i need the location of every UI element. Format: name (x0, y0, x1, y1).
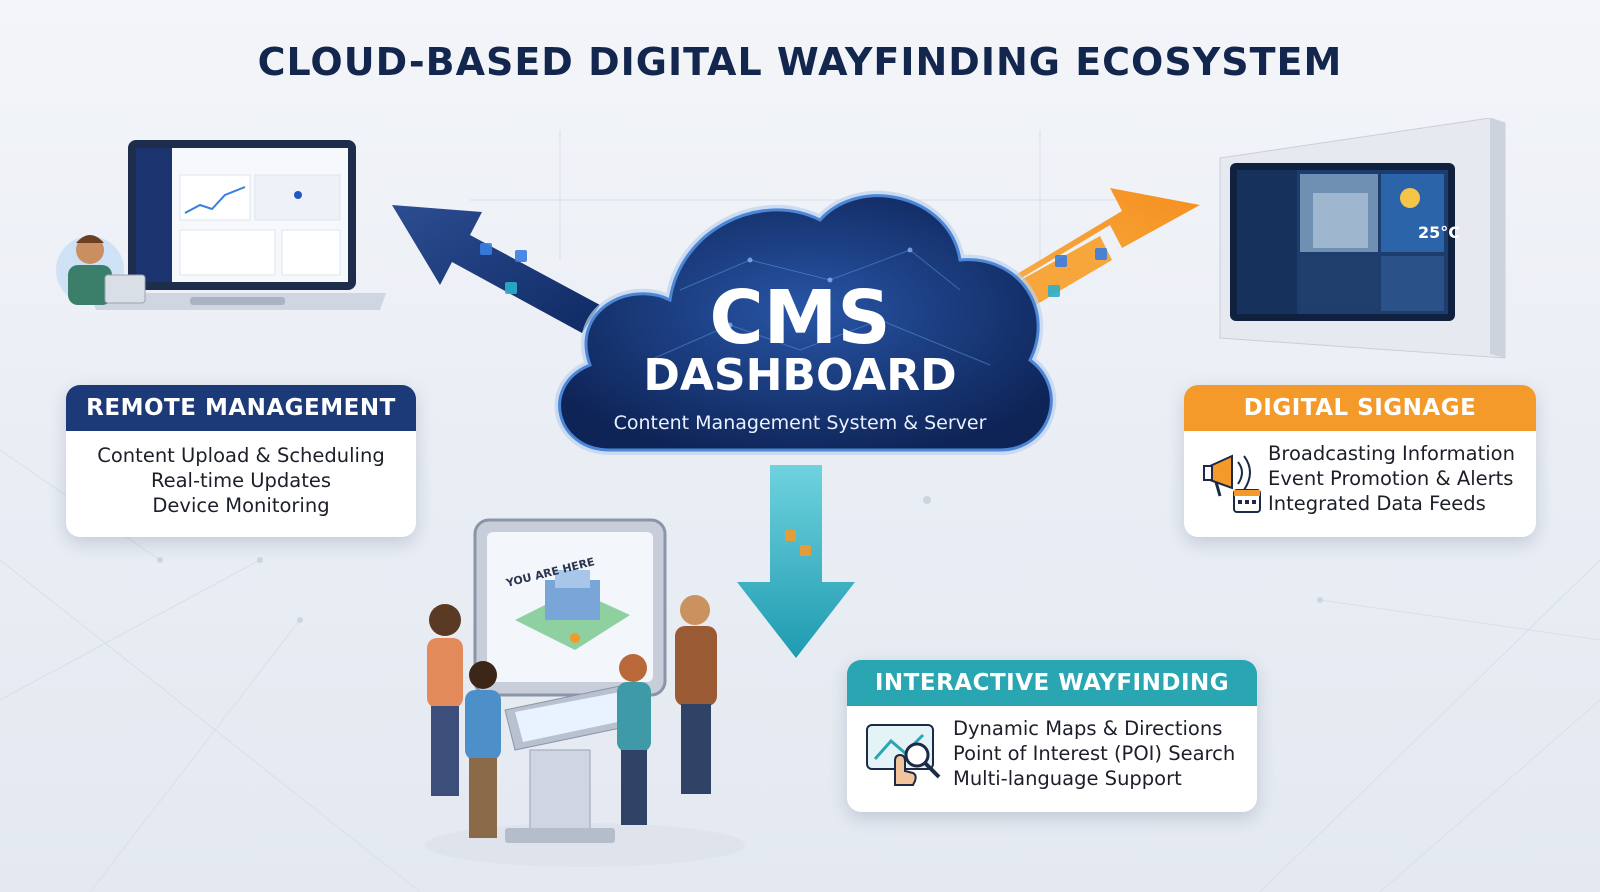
signage-illustration (1219, 118, 1506, 359)
remote-line-monitoring: Device Monitoring (152, 494, 330, 517)
touch-screen-search-icon (866, 723, 941, 786)
page-title: CLOUD-BASED DIGITAL WAYFINDING ECOSYSTEM (257, 40, 1343, 84)
arrow-to-remote (392, 205, 600, 333)
digital-signage-card: DIGITAL SIGNAGE Broadcasting Information (1184, 385, 1536, 537)
cms-title: CMS (709, 275, 891, 361)
interactive-wayfinding-heading: INTERACTIVE WAYFINDING (847, 660, 1257, 706)
laptop-illustration (56, 140, 386, 310)
wayfinding-line-maps: Dynamic Maps & Directions (953, 717, 1223, 740)
remote-line-updates: Real-time Updates (150, 469, 332, 492)
wayfinding-line-poi: Point of Interest (POI) Search (953, 742, 1236, 765)
digital-signage-heading: DIGITAL SIGNAGE (1184, 385, 1536, 431)
signage-line-broadcasting: Broadcasting Information (1268, 442, 1515, 465)
remote-management-heading: REMOTE MANAGEMENT (66, 385, 416, 431)
signage-line-feeds: Integrated Data Feeds (1268, 492, 1486, 515)
kiosk-illustration (425, 518, 745, 867)
remote-management-card: REMOTE MANAGEMENT Content Upload & Sched… (66, 385, 416, 537)
signage-temperature: 25°C (1418, 223, 1461, 242)
calendar-icon (1233, 488, 1261, 513)
cms-cloud (554, 190, 1057, 455)
wayfinding-line-language: Multi-language Support (953, 767, 1182, 790)
cms-subtitle: DASHBOARD (643, 350, 957, 401)
arrow-to-wayfinding (737, 465, 855, 658)
cms-description: Content Management System & Server (613, 412, 987, 434)
megaphone-icon (1203, 453, 1261, 513)
interactive-wayfinding-card: INTERACTIVE WAYFINDING Dynamic Maps & Di… (847, 660, 1257, 812)
remote-line-upload: Content Upload & Scheduling (97, 444, 385, 467)
signage-line-events: Event Promotion & Alerts (1268, 467, 1514, 490)
